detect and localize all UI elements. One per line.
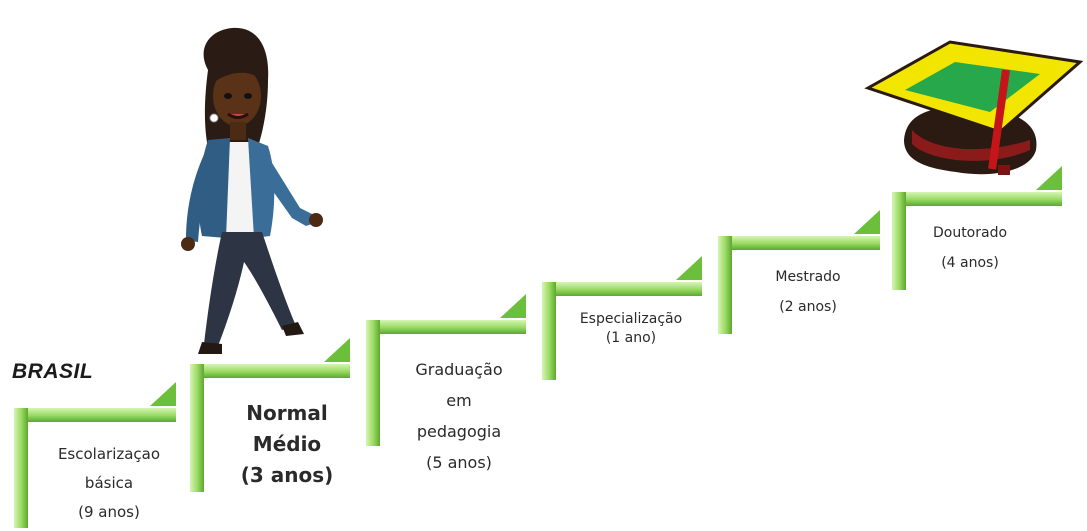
country-label: BRASIL <box>12 360 94 383</box>
step-label-graduacao: Graduação em pedagogia (5 anos) <box>384 354 534 478</box>
step-label-line: Médio <box>252 432 322 456</box>
step-label-line: (2 anos) <box>779 299 837 315</box>
step-label-line: pedagogia <box>416 422 502 441</box>
step-label-line: Normal <box>246 401 328 425</box>
step-riser <box>190 364 204 492</box>
step-label-doutorado: Doutorado (4 anos) <box>905 218 1035 278</box>
step-tread <box>892 192 1062 206</box>
stair-step <box>190 338 350 492</box>
stair-step <box>542 256 702 380</box>
step-corner-triangle <box>676 256 702 280</box>
step-label-line: Doutorado <box>932 225 1008 241</box>
step-tread <box>366 320 526 334</box>
step-tread <box>14 408 176 422</box>
step-label-line: (9 anos) <box>78 503 140 521</box>
step-label-especializacao: Especialização (1 ano) <box>558 310 704 348</box>
step-corner-triangle <box>150 382 176 406</box>
step-label-line: Mestrado <box>775 269 841 285</box>
step-tread <box>190 364 350 378</box>
stair-step <box>892 166 1062 290</box>
step-tread <box>542 282 702 296</box>
step-label-normal-medio: Normal Médio (3 anos) <box>212 398 362 491</box>
graduation-cap-icon <box>864 40 1084 175</box>
step-label-line: Escolarizaçao <box>57 445 161 463</box>
step-label-line: Especialização <box>579 311 683 327</box>
walking-woman-icon <box>181 27 323 354</box>
step-corner-triangle <box>854 210 880 234</box>
step-label-mestrado: Mestrado (2 anos) <box>738 262 878 322</box>
step-riser <box>14 408 28 528</box>
step-label-escolarizacao: Escolarizaçao básica (9 anos) <box>34 440 184 527</box>
step-label-line: em <box>446 391 472 410</box>
step-label-line: (5 anos) <box>426 453 492 472</box>
step-tread <box>718 236 880 250</box>
step-label-line: (4 anos) <box>941 255 999 271</box>
step-label-line: (3 anos) <box>240 463 334 487</box>
stair-step <box>366 294 526 446</box>
step-label-line: Graduação <box>415 360 503 379</box>
step-label-line: (1 ano) <box>605 330 657 346</box>
stair-step <box>14 382 176 528</box>
step-label-line: básica <box>84 474 134 492</box>
step-corner-triangle <box>324 338 350 362</box>
step-riser <box>366 320 380 446</box>
step-riser <box>892 192 906 290</box>
stair-step <box>718 210 880 334</box>
step-riser <box>542 282 556 380</box>
step-corner-triangle <box>500 294 526 318</box>
step-corner-triangle <box>1036 166 1062 190</box>
step-riser <box>718 236 732 334</box>
